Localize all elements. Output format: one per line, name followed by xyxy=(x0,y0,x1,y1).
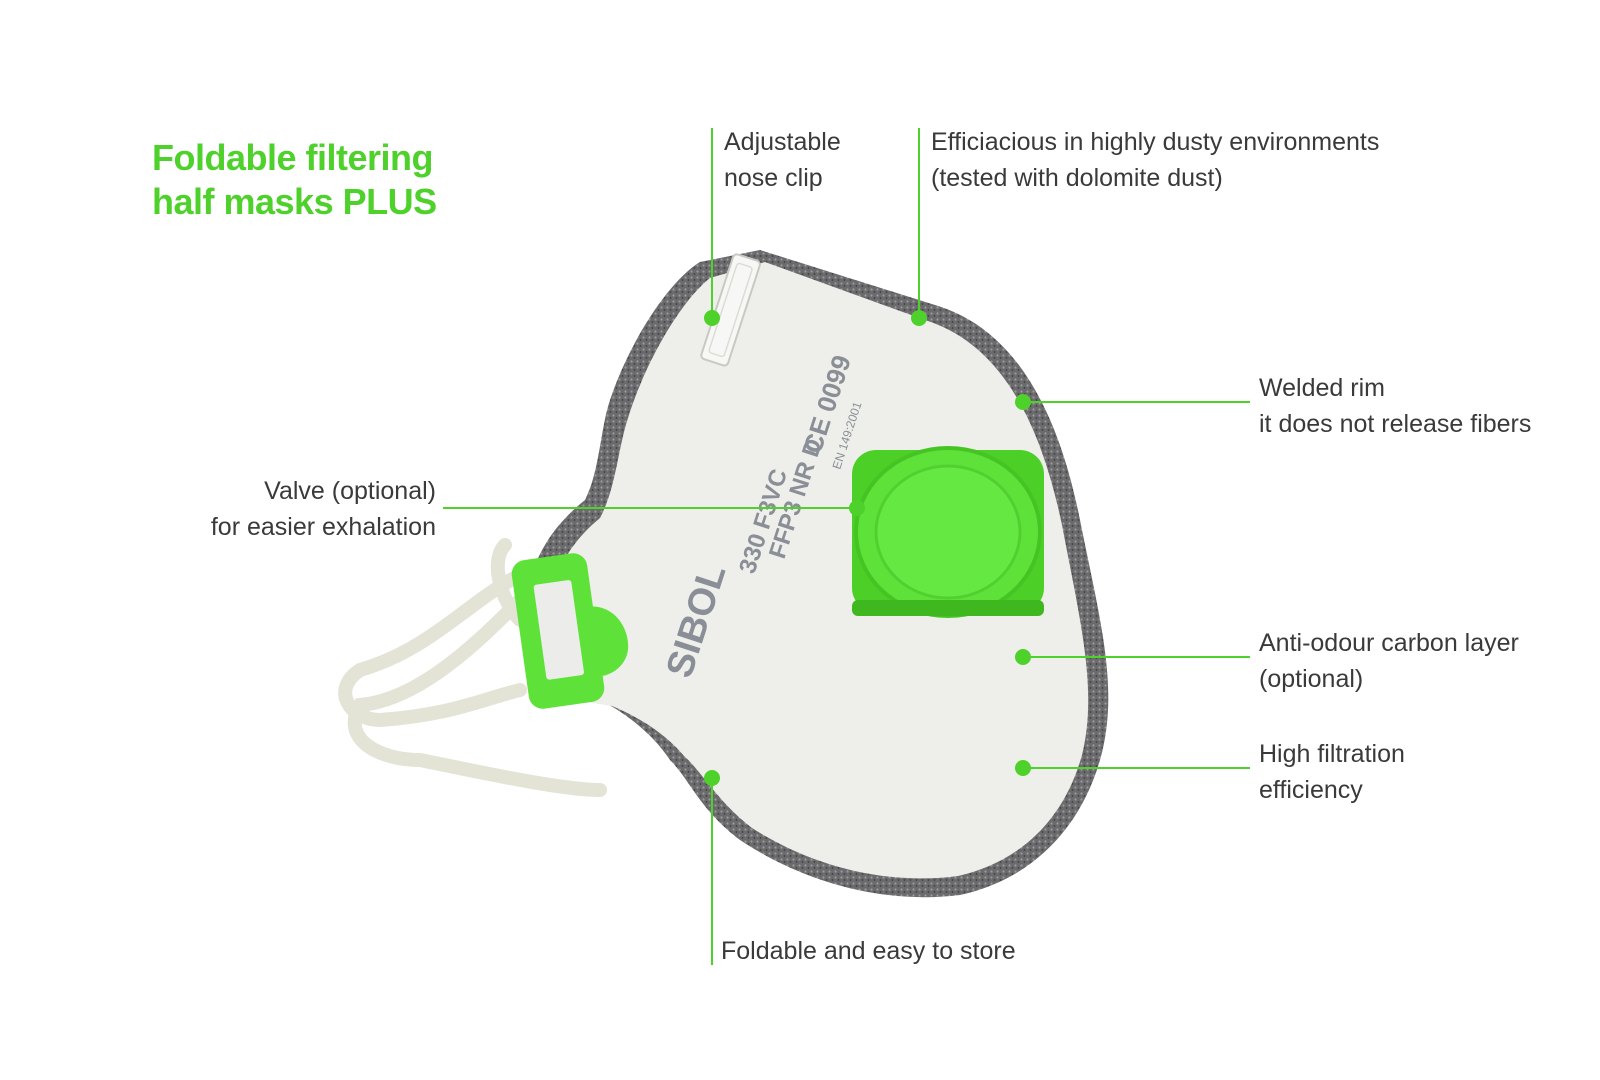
callout-dots xyxy=(704,310,1031,786)
callout-lines xyxy=(443,128,1250,965)
callout-nose-clip: Adjustable nose clip xyxy=(724,124,841,196)
mask-body xyxy=(550,262,1089,879)
head-strap xyxy=(338,538,607,797)
callout-carbon-line-1: Anti-odour carbon layer xyxy=(1259,629,1519,657)
carbon-dot xyxy=(1015,649,1031,665)
nose-clip-dot xyxy=(704,310,720,326)
title-line-2: half masks PLUS xyxy=(152,181,437,222)
dusty-dot xyxy=(911,310,927,326)
callout-filtration-line-2: efficiency xyxy=(1259,776,1363,804)
callout-foldable: Foldable and easy to store xyxy=(721,933,1016,969)
callout-dusty: Efficiacious in highly dusty environment… xyxy=(931,124,1379,196)
title-line-1: Foldable filtering xyxy=(152,137,434,178)
callout-valve-line-1: Valve (optional) xyxy=(264,477,436,505)
callout-valve-line-2: for easier exhalation xyxy=(210,513,436,541)
callout-filtration-line-1: High filtration xyxy=(1259,740,1405,768)
filtration-dot xyxy=(1015,760,1031,776)
callout-carbon-line-2: (optional) xyxy=(1259,665,1364,693)
callout-filtration: High filtration efficiency xyxy=(1259,736,1405,808)
nose-clip xyxy=(700,253,761,367)
callout-nose-clip-line-1: Adjustable xyxy=(724,128,841,156)
callout-welded-rim: Welded rim it does not release fibers xyxy=(1259,370,1531,442)
callout-welded-rim-line-2: it does not release fibers xyxy=(1259,410,1532,438)
callout-nose-clip-line-2: nose clip xyxy=(724,164,823,192)
exhalation-valve xyxy=(852,446,1044,618)
foldable-dot xyxy=(704,770,720,786)
callout-welded-rim-line-1: Welded rim xyxy=(1259,374,1385,402)
welded-rim-dot xyxy=(1015,394,1031,410)
page-title: Foldable filtering half masks PLUS xyxy=(152,136,552,224)
callout-valve: Valve (optional) for easier exhalation xyxy=(211,473,436,545)
callout-dusty-line-1: Efficiacious in highly dusty environment… xyxy=(931,128,1380,156)
callout-dusty-line-2: (tested with dolomite dust) xyxy=(931,164,1223,192)
strap-buckle xyxy=(511,553,629,709)
callout-carbon: Anti-odour carbon layer (optional) xyxy=(1259,625,1519,697)
valve-dot xyxy=(849,500,865,516)
callout-foldable-line-1: Foldable and easy to store xyxy=(721,937,1016,965)
